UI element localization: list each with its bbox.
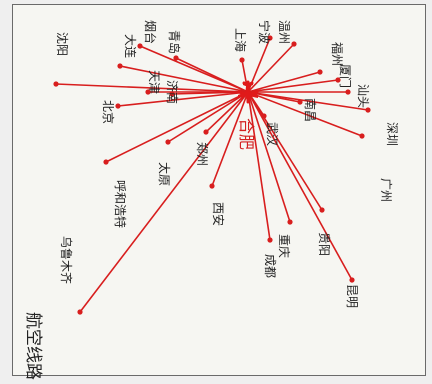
route-lines	[55, 37, 369, 313]
city-dot-zhengzhou	[203, 129, 209, 135]
city-label-beijing: 北京	[101, 100, 115, 124]
city-label-guangzhou: 广州	[379, 178, 393, 202]
route-shenzhen	[247, 91, 369, 111]
city-dots	[53, 35, 371, 315]
city-dot-wenzhou	[291, 41, 297, 47]
route-beijing	[117, 91, 249, 107]
city-label-nanchang: 南昌	[303, 98, 318, 122]
city-label-qingdao: 青岛	[167, 30, 182, 54]
city-label-shanghai: 上海	[233, 28, 248, 52]
route-qingdao	[175, 57, 249, 93]
city-dot-urumqi	[77, 309, 83, 315]
city-label-yantai: 烟台	[143, 20, 158, 44]
city-labels: 沈阳 大连 烟台 青岛 上海 宁波 温州 福州 厦门 汕头 深圳 南昌 广州 天…	[55, 20, 399, 308]
city-dot-fuzhou	[317, 69, 323, 75]
city-label-chengdu: 成都	[263, 254, 277, 278]
city-dot-xiamen	[335, 77, 341, 83]
city-dot-guangzhou	[359, 133, 365, 139]
city-dot-xian	[209, 183, 215, 189]
city-dot-nanchang	[297, 99, 303, 105]
city-dot-guiyang	[319, 207, 325, 213]
city-dot-qingdao	[173, 55, 179, 61]
city-label-tianjin: 天津	[147, 70, 161, 94]
route-chongqing	[247, 91, 291, 223]
city-label-dalian: 大连	[123, 34, 138, 58]
city-label-ningbo: 宁波	[257, 20, 272, 44]
city-label-jinan: 济南	[165, 80, 180, 104]
city-label-xiamen: 厦门	[338, 64, 353, 88]
city-label-wuhan: 武汉	[265, 122, 279, 146]
city-label-shenyang: 沈阳	[55, 32, 70, 56]
city-dot-dalian	[117, 63, 123, 69]
city-label-wenzhou: 温州	[277, 20, 291, 44]
city-dot-wuhan	[261, 113, 267, 119]
city-dot-jinan	[169, 91, 175, 97]
hub-label: 合肥	[237, 118, 256, 150]
city-label-fuzhou: 福州	[330, 42, 345, 66]
city-dot-tianjin	[145, 89, 151, 95]
city-label-taiyuan: 太原	[157, 162, 172, 186]
city-dot-taiyuan	[165, 139, 171, 145]
city-dot-shantou	[345, 89, 351, 95]
city-label-urumqi: 乌鲁木齐	[59, 236, 74, 284]
route-xiamen	[247, 79, 339, 93]
route-guangzhou	[247, 91, 363, 137]
city-label-xian: 西安	[211, 202, 226, 226]
airplane-icon	[237, 80, 259, 104]
city-dot-hohhot	[103, 159, 109, 165]
route-xian	[211, 91, 249, 187]
city-dot-yantai	[137, 43, 143, 49]
map-title: 航空线路	[23, 312, 43, 380]
city-label-shantou: 汕头	[356, 84, 370, 108]
city-dot-chongqing	[287, 219, 293, 225]
route-chengdu	[247, 91, 271, 241]
city-dot-chengdu	[267, 237, 273, 243]
city-dot-shanghai	[239, 57, 245, 63]
route-urumqi	[79, 91, 249, 313]
city-dot-kunming	[349, 277, 355, 283]
route-taiyuan	[167, 91, 249, 143]
city-dot-shenzhen	[365, 107, 371, 113]
route-hohhot	[105, 91, 249, 163]
route-jinan	[171, 91, 249, 95]
route-wenzhou	[247, 43, 295, 93]
route-dalian	[119, 65, 249, 93]
route-kunming	[247, 91, 353, 281]
route-guiyang	[247, 91, 323, 211]
city-label-shenzhen: 深圳	[385, 122, 399, 146]
city-label-hohhot: 呼和浩特	[113, 180, 128, 228]
city-dot-ningbo	[267, 35, 273, 41]
city-label-chongqing: 重庆	[277, 234, 291, 258]
city-label-kunming: 昆明	[345, 284, 359, 308]
city-dot-shenyang	[53, 81, 59, 87]
route-fuzhou	[247, 71, 321, 93]
city-label-zhengzhou: 郑州	[195, 142, 210, 166]
city-label-guiyang: 贵阳	[317, 232, 331, 256]
route-shenyang	[55, 83, 249, 93]
city-dot-beijing	[115, 103, 121, 109]
route-zhengzhou	[205, 91, 249, 133]
